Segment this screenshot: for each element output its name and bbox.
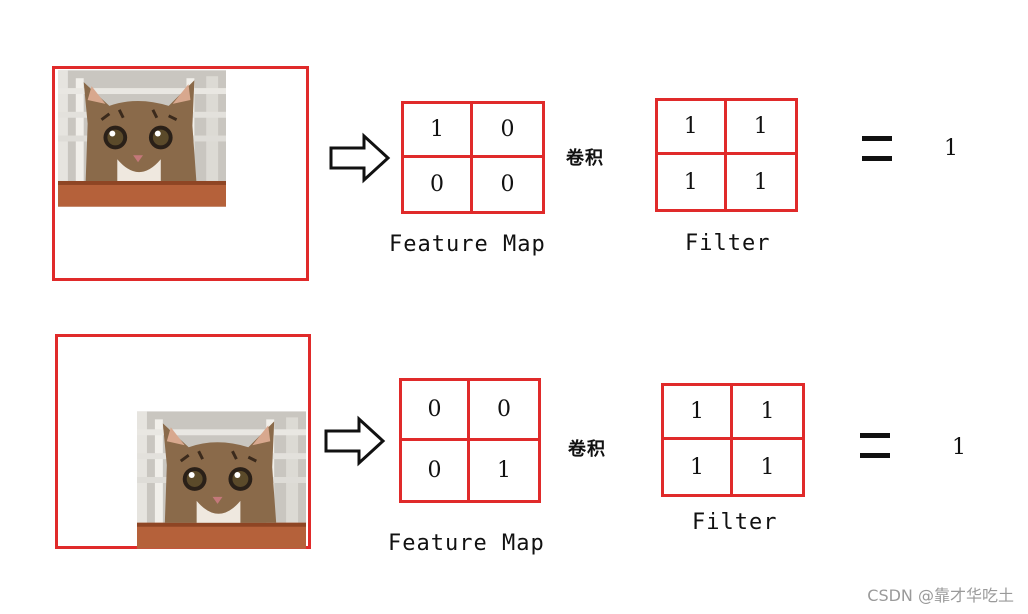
filter-grid-top: 1 1 1 1 [655,98,798,212]
equals-sign-icon [860,433,890,459]
cat-image [137,411,306,549]
filter-cell: 1 [753,169,768,195]
feature-map-cell: 0 [404,157,473,211]
right-arrow-icon [329,132,391,184]
filter-cell: 1 [664,386,733,440]
feature-map-label: Feature Map [389,232,546,257]
feature-map-label: Feature Map [388,531,545,556]
feature-map-cell: 0 [402,440,470,500]
watermark: CSDN @靠才华吃土 [867,586,1014,605]
feature-map-cell: 1 [404,104,473,158]
image-frame-top [52,66,309,281]
filter-cell: 1 [726,101,795,155]
feature-map-grid-bottom: 0 0 0 1 [399,378,541,503]
feature-map-cell: 0 [470,381,538,441]
result-value: 1 [952,435,966,460]
feature-map-cell: 0 [473,104,542,158]
filter-label: Filter [685,231,771,256]
filter-cell: 1 [733,386,802,440]
filter-cell: 1 [658,155,727,209]
filter-cell: 1 [760,454,775,480]
image-frame-bottom [55,334,311,549]
feature-map-cell: 0 [500,171,515,197]
feature-map-cell: 1 [497,457,511,483]
filter-cell: 1 [664,440,733,494]
convolution-operator-label: 卷积 [566,148,604,169]
feature-map-cell: 0 [402,381,470,441]
cat-image [58,70,226,207]
filter-grid-bottom: 1 1 1 1 [661,383,805,497]
result-value: 1 [944,136,958,161]
equals-sign-icon [862,136,892,162]
feature-map-grid-top: 1 0 0 0 [401,101,545,214]
convolution-operator-label: 卷积 [568,439,606,460]
filter-cell: 1 [658,101,727,155]
right-arrow-icon [324,415,386,467]
filter-label: Filter [692,510,778,535]
